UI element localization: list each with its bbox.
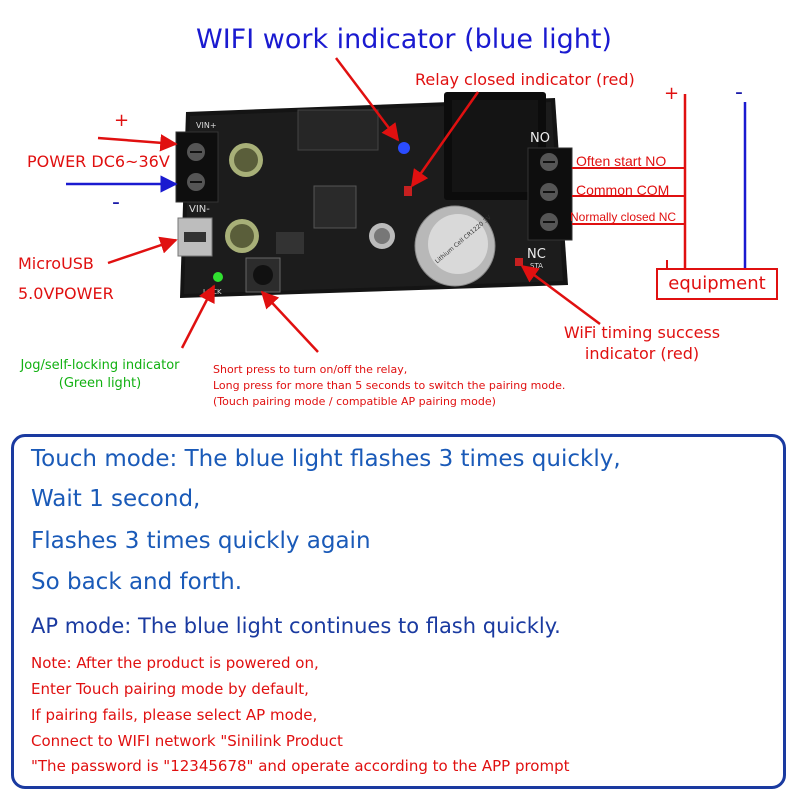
button-description: Short press to turn on/off the relay, Lo… <box>213 363 566 408</box>
power-5v-label: 5.0VPOWER <box>18 284 114 303</box>
timing-success-label: WiFi timing success indicator (red) <box>563 323 721 363</box>
silk-vin-minus: VIN- <box>189 204 210 215</box>
capacitor <box>225 143 395 253</box>
normally-closed-nc-label: Normally closed NC <box>570 210 677 224</box>
relay-closed-label: Relay closed indicator (red) <box>415 70 635 89</box>
note-line: Note: After the product is powered on, <box>31 654 319 672</box>
arrow-wifi-indicator <box>335 57 400 142</box>
board-diagram: VIN+ VIN- NO NC LOCK STA Lithium Cell CR… <box>66 57 747 353</box>
microusb-slot <box>184 232 206 242</box>
jog-indicator-label: Jog/self-locking indicator (Green light) <box>20 358 180 391</box>
inductor <box>276 232 304 254</box>
note-line: Connect to WIFI network "Sinilink Produc… <box>31 732 343 750</box>
info-line: Wait 1 second, <box>31 486 201 512</box>
minus-right-label: - <box>735 80 743 105</box>
arrow-relay-indicator <box>410 91 480 188</box>
wifi-module <box>297 109 379 151</box>
silk-vin-plus: VIN+ <box>196 121 217 130</box>
info-line: Flashes 3 times quickly again <box>31 528 371 554</box>
plus-right-label: + <box>664 83 680 104</box>
wiring <box>572 94 747 268</box>
arrow-microusb <box>107 236 178 265</box>
relay-led <box>404 186 412 196</box>
jog-led <box>213 272 223 282</box>
arrow-timing-indicator <box>520 264 601 326</box>
arrow-power-plus <box>97 134 178 152</box>
note-line: "The password is "12345678" and operate … <box>31 757 570 775</box>
wifi-led <box>398 142 410 154</box>
often-start-no-label: Often start NO <box>576 153 667 169</box>
power-terminal <box>175 131 219 203</box>
relay <box>444 92 546 200</box>
wifi-indicator-title: WIFI work indicator (blue light) <box>196 24 612 55</box>
push-button-cap <box>253 265 273 285</box>
info-box <box>11 434 786 789</box>
info-line: Touch mode: The blue light flashes 3 tim… <box>31 446 621 472</box>
info-line: So back and forth. <box>31 569 243 595</box>
power-label: POWER DC6~36V <box>27 152 170 171</box>
ap-mode-line: AP mode: The blue light continues to fla… <box>31 614 561 638</box>
battery-cell <box>428 214 488 274</box>
silk-sta: STA <box>530 262 543 270</box>
arrow-jog-indicator <box>180 284 216 349</box>
timing-led <box>515 258 523 266</box>
plus-left-label: + <box>114 110 130 131</box>
output-terminal <box>527 147 573 241</box>
arrow-button <box>260 290 319 353</box>
minus-left-label: - <box>112 190 120 215</box>
silk-no: NO <box>530 131 550 146</box>
silk-nc: NC <box>527 247 546 262</box>
note-line: Enter Touch pairing mode by default, <box>31 680 309 698</box>
common-com-label: Common COM <box>576 182 670 198</box>
note-line: If pairing fails, please select AP mode, <box>31 706 318 724</box>
mcu-chip <box>313 185 357 229</box>
microusb-label: MicroUSB <box>18 254 94 273</box>
equipment-box: equipment <box>656 268 778 300</box>
